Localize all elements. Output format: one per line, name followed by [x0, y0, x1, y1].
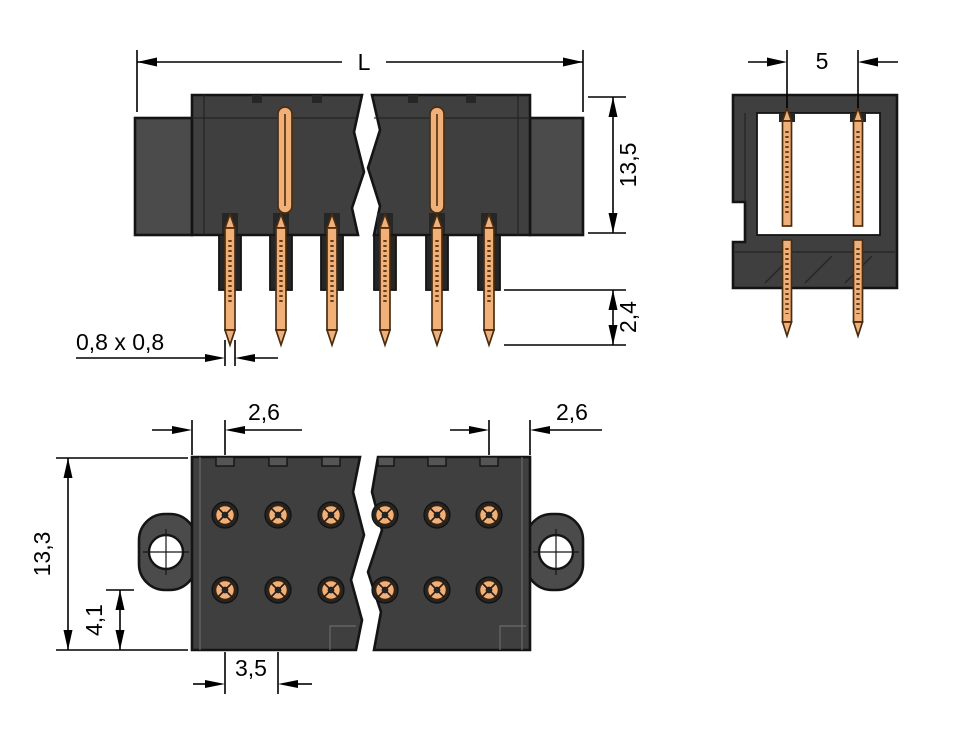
dim-label-pin-cross-section: 0,8 x 0,8	[76, 329, 164, 355]
contact-pin	[475, 576, 503, 604]
solder-pin	[430, 212, 444, 347]
solder-pin	[482, 212, 496, 347]
contact-pin	[264, 501, 292, 529]
dim-flange-to-row: 4,1	[81, 589, 134, 650]
solder-pin	[851, 238, 865, 338]
solder-pin	[325, 212, 339, 347]
dim-height: 13,5	[588, 96, 641, 234]
contact-pin	[211, 501, 239, 529]
front-view: L 13,5 2,4 0,8 x 0,8	[76, 49, 641, 366]
latch-notch	[268, 456, 288, 467]
front-housing-details	[192, 95, 530, 235]
contact-pin	[423, 576, 451, 604]
latch-notch	[466, 95, 476, 103]
dim-edge-offset-right: 2,6	[450, 399, 602, 455]
top-view: 2,6 2,6 13,3 4,1	[29, 399, 602, 694]
front-left-tab	[133, 116, 194, 237]
contact-pin	[371, 576, 399, 604]
contact-pin	[264, 576, 292, 604]
front-right-tab	[528, 116, 585, 237]
solder-pin	[378, 212, 392, 347]
dim-length: L	[136, 49, 584, 112]
latch-notch	[312, 95, 322, 103]
upper-mating-pin	[851, 106, 865, 228]
dim-label-total-width: 13,3	[29, 532, 55, 577]
solder-pin	[274, 212, 288, 347]
dim-label-length: L	[358, 49, 371, 75]
latch-notch	[408, 95, 418, 103]
latch-notch	[377, 456, 395, 467]
mounting-holes	[143, 529, 579, 575]
dim-label-edge-offset-right: 2,6	[556, 399, 588, 425]
upper-mating-pin	[780, 106, 794, 228]
contact-pin	[475, 501, 503, 529]
top-housing-left-half	[190, 455, 366, 652]
top-housing-right-half	[366, 455, 532, 652]
dim-label-edge-offset-left: 2,6	[248, 399, 280, 425]
front-pins	[223, 106, 496, 347]
dim-pin-cross-section: 0,8 x 0,8	[76, 329, 278, 366]
dim-total-width: 13,3	[29, 457, 188, 651]
dim-pin-pitch: 3,5	[193, 652, 312, 694]
top-housing-notches	[199, 456, 526, 650]
contact-pin	[317, 501, 345, 529]
dim-label-flange-to-row: 4,1	[81, 604, 107, 636]
front-mounting-tabs	[133, 116, 585, 237]
dim-edge-offset-left: 2,6	[152, 399, 302, 455]
latch-notch	[427, 456, 447, 467]
solder-pin	[223, 212, 237, 347]
contact-pin	[317, 576, 345, 604]
latch-notch	[252, 95, 262, 103]
side-view: 5	[731, 48, 899, 338]
dim-label-row-pitch: 5	[816, 48, 829, 74]
latch-notch	[479, 456, 499, 467]
solder-pin	[780, 238, 794, 338]
dim-pin-protrusion: 2,4	[504, 289, 641, 346]
contact-pin	[371, 501, 399, 529]
contact-pin	[211, 576, 239, 604]
dim-label-height: 13,5	[615, 143, 641, 188]
dim-label-pin-protrusion: 2,4	[615, 301, 641, 333]
latch-notch	[321, 456, 341, 467]
contact-pin	[423, 501, 451, 529]
dim-row-pitch: 5	[748, 48, 898, 108]
latch-notch	[215, 456, 235, 467]
dim-label-pin-pitch: 3,5	[235, 655, 267, 681]
